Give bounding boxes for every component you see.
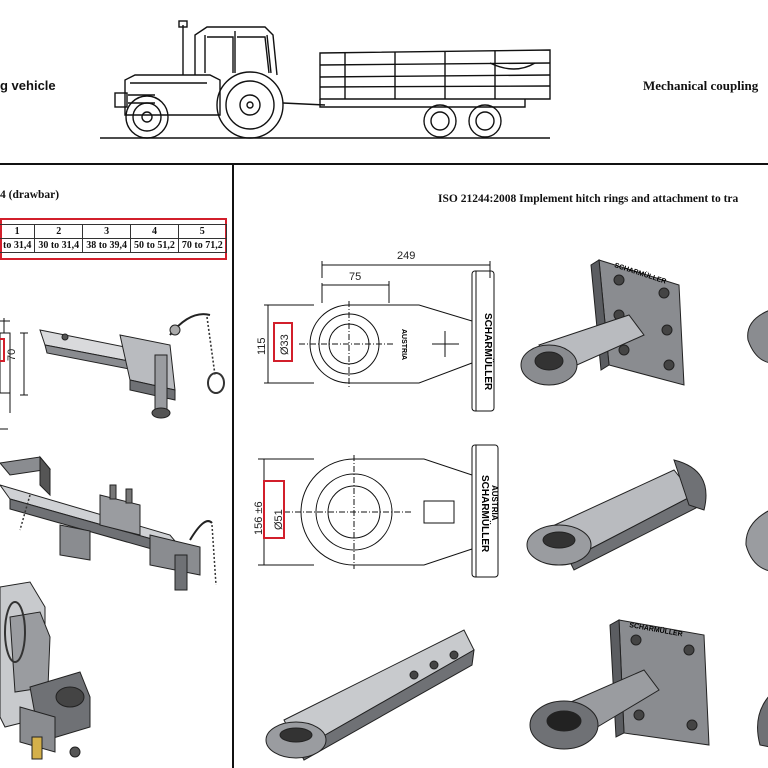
panel-divider xyxy=(232,164,234,768)
drawbar-section-drawing: 70 xyxy=(0,318,28,430)
plate-hitch-ring-render-bottom: SCHARMÜLLER xyxy=(529,619,710,750)
left-panel: 4 (drawbar) 1 2 3 4 5 to 31,4 30 to 31,4… xyxy=(0,165,232,768)
range-cell: 50 to 51,2 xyxy=(130,238,179,253)
towing-vehicle-label: g vehicle xyxy=(0,78,56,93)
range-cell: to 31,4 xyxy=(0,238,36,253)
class-cell: 5 xyxy=(177,224,227,239)
drawbar-caption: 4 (drawbar) xyxy=(0,189,60,201)
range-cell: 70 to 71,2 xyxy=(177,238,227,253)
header-divider xyxy=(0,163,768,165)
range-row: to 31,4 30 to 31,4 38 to 39,4 50 to 51,2… xyxy=(0,238,227,253)
range-cell: 30 to 31,4 xyxy=(34,238,84,253)
hitch-ring-drawing-33: 249 75 115 Ø33 SCHARMÜLLER AUSTRIA xyxy=(256,250,495,412)
class-row: 1 2 3 4 5 xyxy=(0,224,227,239)
hitch-coupling-render xyxy=(0,581,91,760)
iso-caption: ISO 21244:2008 Implement hitch rings and… xyxy=(438,193,739,205)
class-cell: 1 xyxy=(0,224,36,239)
plate-hitch-ring-render-top: SCHARMÜLLER xyxy=(520,259,685,386)
flat-hitch-ring-render xyxy=(265,629,475,761)
diameter-highlight xyxy=(273,322,293,362)
right-panel: ISO 21244:2008 Implement hitch rings and… xyxy=(234,165,768,768)
hitch-ring-drawing-51: 156 ±6 Ø51 SCHARMÜLLER AUSTRIA xyxy=(253,444,499,578)
origin-label: AUSTRIA xyxy=(490,485,499,521)
class-cell: 4 xyxy=(130,224,179,239)
class-cell: 2 xyxy=(34,224,84,239)
cropped-render-right-bottom xyxy=(757,696,768,748)
mechanical-coupling-label: Mechanical coupling xyxy=(643,78,759,93)
drawbar-assembly-render xyxy=(0,455,217,591)
diameter-dimension: Ø51 xyxy=(273,509,285,530)
header-strip: g vehicle xyxy=(0,0,768,164)
brand-label: SCHARMÜLLER xyxy=(479,475,492,553)
range-cell: 38 to 39,4 xyxy=(82,238,132,253)
cropped-render-right-top xyxy=(747,310,768,363)
class-table: 1 2 3 4 5 to 31,4 30 to 31,4 38 to 39,4 … xyxy=(0,224,227,253)
drawbar-clevis-render xyxy=(39,313,225,419)
diameter-dimension: Ø33 xyxy=(279,334,291,355)
brand-label: SCHARMÜLLER xyxy=(482,313,495,391)
height-dimension: 156 ±6 xyxy=(253,501,265,535)
class-cell: 3 xyxy=(82,224,132,239)
length-dimension: 249 xyxy=(397,250,415,262)
long-hitch-ring-render xyxy=(526,459,707,571)
offset-dimension: 75 xyxy=(349,271,361,283)
height-dimension: 70 xyxy=(6,349,18,361)
diameter-highlight xyxy=(263,480,285,539)
origin-label: AUSTRIA xyxy=(400,329,407,360)
tractor-trailer-drawing xyxy=(100,20,551,139)
class-table-highlight: 1 2 3 4 5 to 31,4 30 to 31,4 38 to 39,4 … xyxy=(0,218,227,260)
height-dimension: 115 xyxy=(256,337,268,355)
cropped-render-right-middle xyxy=(745,510,768,571)
